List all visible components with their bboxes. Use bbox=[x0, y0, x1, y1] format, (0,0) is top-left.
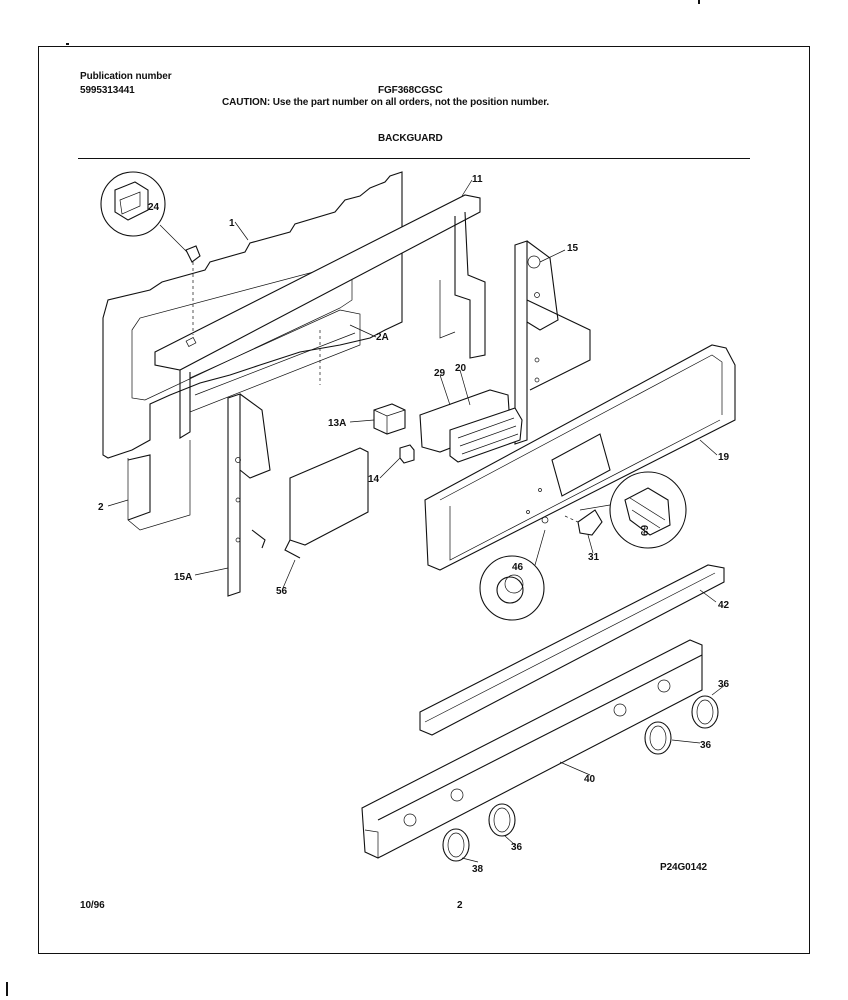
callout-2a: 2A bbox=[376, 332, 389, 343]
drawing-id: P24G0142 bbox=[660, 862, 708, 873]
burner-knob bbox=[442, 828, 470, 862]
callout-20: 20 bbox=[455, 363, 467, 374]
model-number: FGF368CGSC bbox=[378, 85, 443, 96]
callout-2: 2 bbox=[98, 502, 104, 513]
scan-mark bbox=[6, 982, 8, 996]
callout-19: 19 bbox=[718, 452, 730, 463]
wire-cover bbox=[284, 447, 369, 559]
top-trim bbox=[154, 194, 486, 439]
callout-69: 69 bbox=[640, 524, 651, 536]
footer-date: 10/96 bbox=[80, 900, 105, 911]
right-bracket bbox=[514, 240, 591, 445]
publication-label: Publication number bbox=[80, 71, 172, 82]
burner-knob bbox=[488, 803, 516, 837]
burner-knob bbox=[644, 721, 672, 755]
header-divider bbox=[78, 158, 750, 159]
relay-and-switch bbox=[373, 403, 415, 464]
callout-42: 42 bbox=[718, 600, 730, 611]
rail bbox=[419, 564, 725, 736]
callout-40: 40 bbox=[584, 774, 596, 785]
burner-knob bbox=[691, 695, 719, 729]
callout-46: 46 bbox=[512, 562, 524, 573]
left-bracket bbox=[227, 393, 271, 597]
drawing-frame bbox=[38, 46, 810, 954]
callout-15: 15 bbox=[567, 243, 579, 254]
caution-note: CAUTION: Use the part number on all orde… bbox=[222, 97, 550, 108]
screw-detail bbox=[579, 471, 687, 549]
rear-panel bbox=[102, 171, 403, 531]
knob-detail bbox=[479, 529, 546, 621]
small-knob bbox=[564, 509, 603, 536]
callout-36-upper: 36 bbox=[718, 679, 730, 690]
footer-page-number: 2 bbox=[457, 900, 463, 911]
scan-mark bbox=[698, 0, 700, 4]
scan-mark bbox=[66, 43, 69, 45]
callout-15a: 15A bbox=[174, 572, 192, 583]
callout-11: 11 bbox=[472, 174, 483, 185]
callout-56: 56 bbox=[276, 586, 288, 597]
callout-31: 31 bbox=[588, 552, 600, 563]
manifold-panel bbox=[361, 639, 703, 859]
callout-24: 24 bbox=[148, 202, 160, 213]
publication-number: 5995313441 bbox=[80, 85, 135, 96]
section-title: BACKGUARD bbox=[378, 133, 443, 144]
callout-36-lower: 36 bbox=[511, 842, 523, 853]
callout-29: 29 bbox=[434, 368, 446, 379]
display-panel bbox=[424, 344, 736, 571]
callout-13a: 13A bbox=[328, 418, 346, 429]
callout-38: 38 bbox=[472, 864, 484, 875]
part-24-detail bbox=[100, 171, 201, 335]
leader-lines bbox=[107, 179, 726, 863]
callout-1: 1 bbox=[229, 218, 235, 229]
callout-14: 14 bbox=[368, 474, 380, 485]
control-board bbox=[419, 389, 523, 463]
callout-36-middle: 36 bbox=[700, 740, 712, 751]
